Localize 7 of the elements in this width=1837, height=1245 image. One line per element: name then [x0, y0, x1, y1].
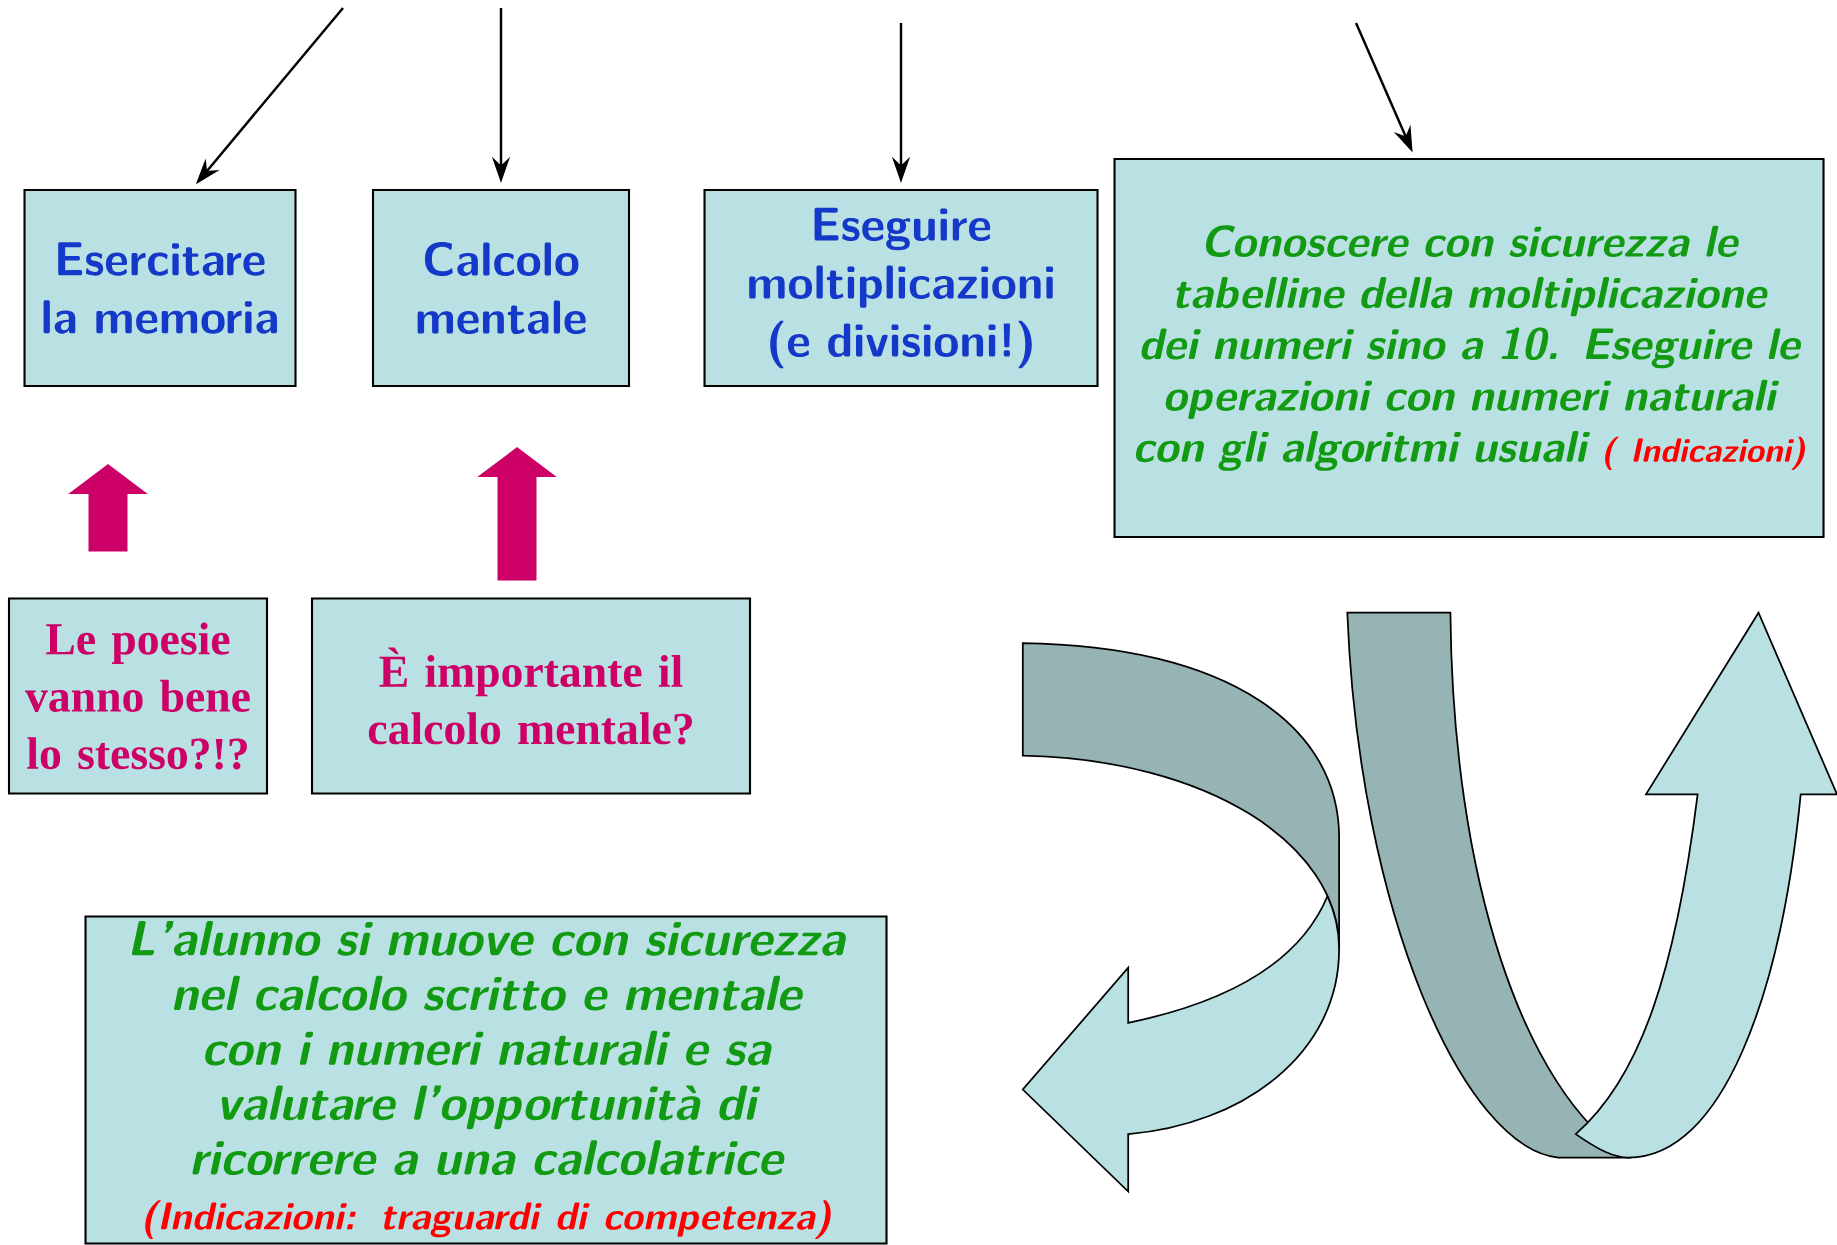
- question-box: È importante il calcolo mentale?: [310, 597, 752, 795]
- note-box: L’alunno si muove con sicurezza nel calcolo scritto e mentale con i numeri naturali e sa valutare l’opportunità di ricorrere a una calcolatrice (Indicazioni: traguardi di competenza): [84, 915, 888, 1245]
- concept-box: Eseguire moltiplicazioni (e divisioni!): [703, 188, 1099, 388]
- note-box: Conoscere con sicurezza le tabelline della moltiplicazione dei numeri sino a 10. Eseguire le operazioni con numeri naturali con gli algoritmi usuali ( Indicazioni): [1113, 157, 1825, 539]
- concept-box: Esercitare la memoria: [23, 188, 297, 388]
- concept-box: Calcolo mentale: [371, 188, 631, 388]
- question-box: Le poesie vanno bene lo stesso?!?: [7, 597, 269, 795]
